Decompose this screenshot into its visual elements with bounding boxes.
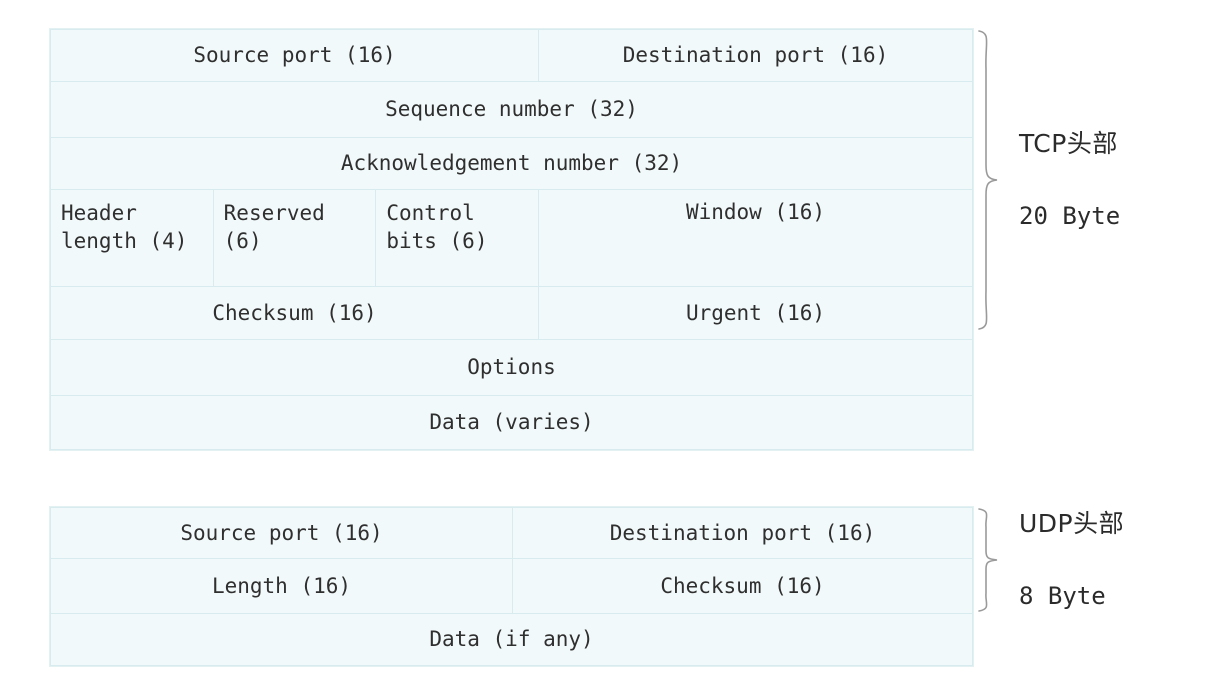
table-row: Source port (16) Destination port (16) <box>50 29 973 82</box>
field-udp-data: Data (if any) <box>50 613 973 666</box>
field-destination-port: Destination port (16) <box>538 29 973 82</box>
field-urgent: Urgent (16) <box>538 286 973 340</box>
curly-brace-icon <box>978 508 998 612</box>
udp-brace-group: UDP头部 8 Byte <box>975 507 1124 613</box>
field-window: Window (16) <box>538 189 973 287</box>
curly-brace-icon <box>978 30 998 330</box>
tcp-header-table: Source port (16) Destination port (16) S… <box>50 29 973 450</box>
field-udp-source-port: Source port (16) <box>50 507 513 559</box>
table-row: Sequence number (32) <box>50 81 973 138</box>
field-control-bits: Control bits (6) <box>375 189 539 287</box>
table-row: Data (varies) <box>50 395 973 450</box>
table-row: Header length (4) Reserved (6) Control b… <box>50 189 973 287</box>
table-row: Source port (16) Destination port (16) <box>50 507 973 559</box>
field-data-varies: Data (varies) <box>50 395 973 450</box>
udp-header-table: Source port (16) Destination port (16) L… <box>50 507 973 666</box>
field-header-length: Header length (4) <box>50 189 214 287</box>
tcp-label-line2: 20 Byte <box>1019 202 1121 230</box>
udp-label-line1: UDP头部 <box>1019 509 1125 538</box>
table-row: Acknowledgement number (32) <box>50 137 973 190</box>
field-acknowledgement-number: Acknowledgement number (32) <box>50 137 973 190</box>
table-row: Checksum (16) Urgent (16) <box>50 286 973 340</box>
field-source-port: Source port (16) <box>50 29 539 82</box>
tcp-brace-label: TCP头部 20 Byte <box>1019 90 1120 270</box>
field-options: Options <box>50 339 973 396</box>
field-udp-destination-port: Destination port (16) <box>512 507 973 559</box>
field-sequence-number: Sequence number (32) <box>50 81 973 138</box>
table-row: Data (if any) <box>50 613 973 666</box>
udp-label-line2: 8 Byte <box>1019 582 1106 610</box>
tcp-label-line1: TCP头部 <box>1019 129 1118 158</box>
field-reserved: Reserved (6) <box>212 189 377 287</box>
tcp-brace-group: TCP头部 20 Byte <box>975 29 1120 331</box>
table-row: Options <box>50 339 973 396</box>
field-udp-checksum: Checksum (16) <box>512 558 973 614</box>
field-udp-length: Length (16) <box>50 558 513 614</box>
field-checksum: Checksum (16) <box>50 286 539 340</box>
udp-brace-label: UDP头部 8 Byte <box>1019 470 1124 650</box>
table-row: Length (16) Checksum (16) <box>50 558 973 614</box>
